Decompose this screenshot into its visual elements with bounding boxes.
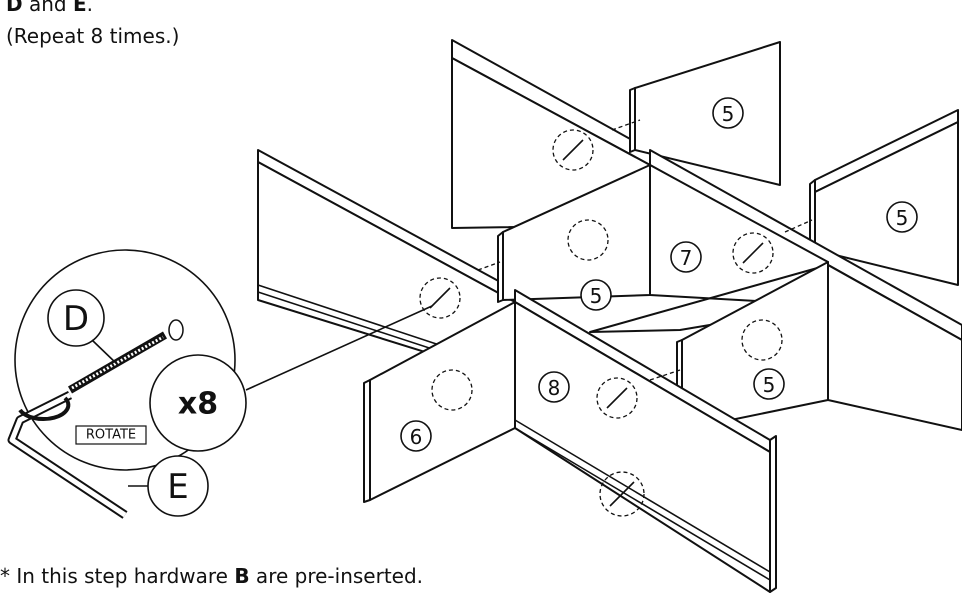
label-center-left: 5 <box>590 284 603 308</box>
screw-hole-circle <box>419 277 461 319</box>
screw-hole-circle <box>596 377 638 419</box>
screw-hole-circle <box>552 129 594 171</box>
label-circle <box>580 279 612 311</box>
screw-icon <box>609 481 635 507</box>
screw-hole-circle <box>599 471 645 517</box>
label-front-right: 5 <box>763 373 776 397</box>
quantity-bubble <box>149 354 247 452</box>
part-e-label: E <box>167 467 188 507</box>
label-right-side: 5 <box>896 206 909 230</box>
label-circle <box>400 420 432 452</box>
label-circle <box>712 97 744 129</box>
screw-hole-circle <box>567 219 609 261</box>
screw-hole-circle <box>431 369 473 411</box>
screw-icon <box>606 387 628 409</box>
rail-line <box>514 419 771 573</box>
guide-line <box>784 219 813 233</box>
screw-hole-circle <box>741 319 783 361</box>
part-d-label: D <box>63 299 89 339</box>
instruction-line-2: (Repeat 8 times.) <box>6 24 180 48</box>
panel-center-left-edge <box>497 231 504 303</box>
screw-icon <box>562 139 584 161</box>
allen-key-fill <box>9 392 127 518</box>
panel-long-right-top <box>649 149 962 341</box>
instruction-line-1: D and E. <box>6 0 93 16</box>
leader-line <box>91 339 119 366</box>
label-front-left: 6 <box>410 425 423 449</box>
rotate-label: ROTATE <box>86 428 136 443</box>
panel-back-right-edge <box>629 87 636 153</box>
label-circle <box>670 241 702 273</box>
screw-icon <box>429 287 451 309</box>
label-circle <box>538 371 570 403</box>
leader-line <box>245 305 433 391</box>
panel-front-end <box>769 435 777 593</box>
label-front-center: 8 <box>548 376 561 400</box>
screw-hole-circle <box>732 232 774 274</box>
screw-hole <box>168 319 184 341</box>
rail-line <box>514 427 771 581</box>
label-back-right-top: 5 <box>722 102 735 126</box>
screw-icon <box>742 242 764 264</box>
rotate-box <box>75 425 147 445</box>
label-circle <box>753 368 785 400</box>
screw-thread <box>71 335 164 390</box>
footnote: * In this step hardware B are pre-insert… <box>0 564 424 588</box>
quantity-label: x8 <box>178 387 218 422</box>
guide-line <box>611 119 641 131</box>
panel-front-left-edge <box>363 379 371 503</box>
label-circle <box>886 201 918 233</box>
guide-line <box>477 261 501 271</box>
label-center-back: 7 <box>680 246 693 270</box>
part-d-bubble <box>47 289 105 347</box>
guide-line <box>649 369 681 381</box>
rotate-arrow-icon <box>18 396 71 421</box>
